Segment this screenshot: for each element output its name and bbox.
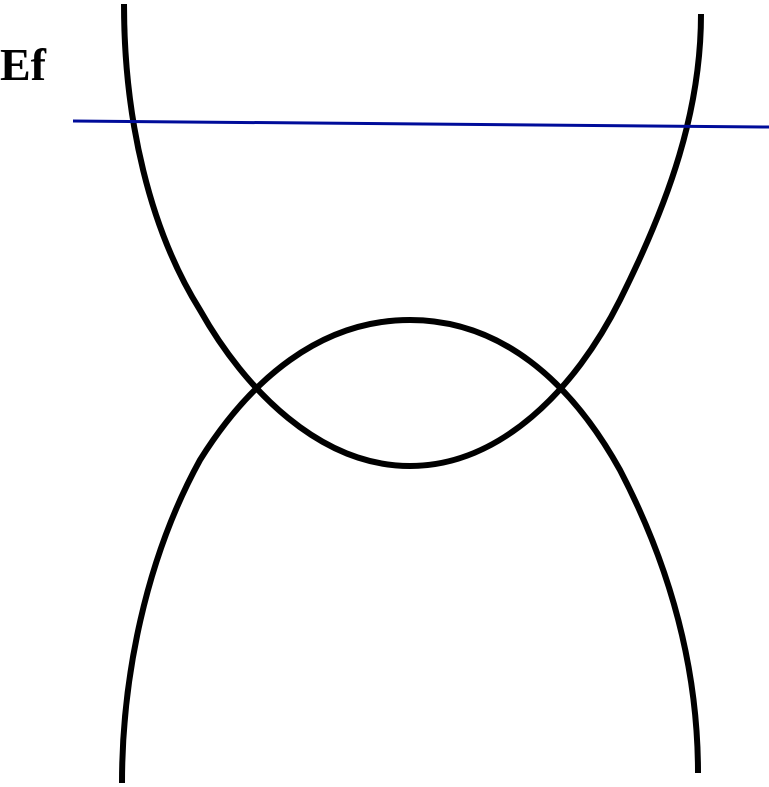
conduction-band-curve	[121, 3, 704, 469]
fermi-level-line	[72, 119, 769, 129]
fermi-level-label: Ef	[0, 39, 47, 90]
valence-band-curve	[119, 317, 701, 784]
